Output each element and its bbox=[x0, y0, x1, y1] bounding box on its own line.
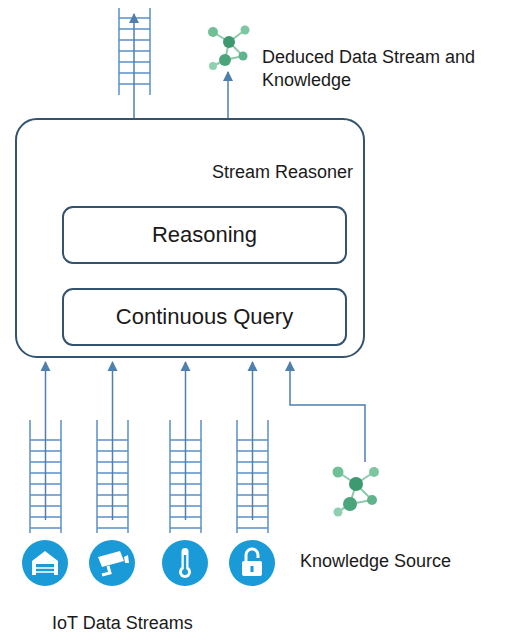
source-label: Knowledge Source bbox=[300, 550, 500, 573]
input-arrow bbox=[252, 362, 254, 520]
output-label: Deduced Data Stream and Knowledge bbox=[262, 46, 482, 93]
input-arrow bbox=[185, 362, 187, 520]
thermometer-icon bbox=[162, 540, 208, 586]
box-label: Continuous Query bbox=[116, 304, 293, 330]
camera-icon bbox=[89, 540, 135, 586]
knowledge-source-icon bbox=[333, 467, 380, 517]
box-label: Reasoning bbox=[152, 222, 257, 248]
knowledge-graph-icon bbox=[208, 26, 250, 71]
input-arrow bbox=[45, 362, 47, 520]
streams-label: IoT Data Streams bbox=[52, 612, 292, 635]
group-heading: Stream Reasoner bbox=[212, 162, 353, 183]
output-arrow bbox=[133, 14, 135, 118]
garage-icon bbox=[22, 540, 68, 586]
stream-reasoner-box: Stream ReasonerReasoningContinuous Query bbox=[15, 118, 365, 358]
input-arrow bbox=[112, 362, 114, 520]
knowledge-output-arrow bbox=[227, 72, 229, 118]
knowledge-input-line bbox=[290, 362, 365, 462]
continuous-query-box: Continuous Query bbox=[62, 288, 347, 346]
lock-icon bbox=[229, 540, 275, 586]
reasoning-box: Reasoning bbox=[62, 206, 347, 264]
